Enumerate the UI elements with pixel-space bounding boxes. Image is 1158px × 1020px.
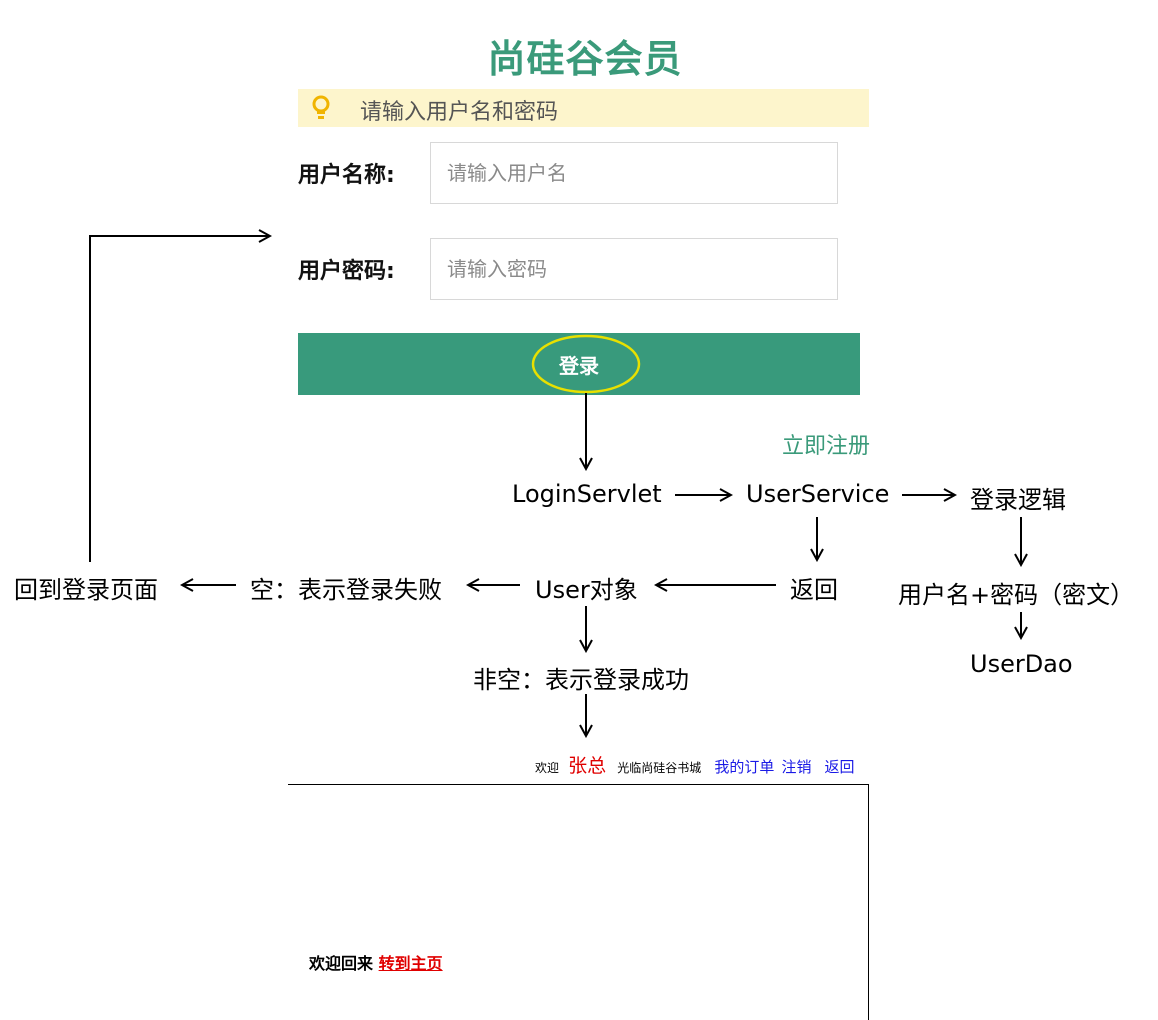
login-button[interactable]: 登录 (298, 333, 860, 395)
password-label: 用户密码: (298, 259, 395, 284)
welcome-header: 欢迎 张总 光临尚硅谷书城 我的订单 注销 返回 (535, 751, 855, 778)
welcome-back-message: 欢迎回来 转到主页 (309, 950, 443, 974)
user-name: 张总 (568, 755, 607, 777)
node-login-logic: 登录逻辑 (970, 486, 1066, 514)
login-highlight-ellipse (531, 334, 641, 394)
arrow-back-to-login-page (89, 236, 270, 562)
visit-text: 光临尚硅谷书城 (617, 761, 702, 775)
node-user-service: UserService (746, 480, 890, 508)
node-user-object: User对象 (535, 576, 638, 604)
register-link[interactable]: 立即注册 (781, 434, 870, 459)
node-login-servlet: LoginServlet (512, 480, 662, 508)
panel-right-border (868, 784, 869, 1020)
page-title: 尚硅谷会员 (487, 37, 683, 81)
welcome-back-text: 欢迎回来 (309, 954, 374, 973)
password-input[interactable] (430, 238, 838, 300)
node-back-to-login: 回到登录页面 (14, 576, 158, 604)
back-link[interactable]: 返回 (824, 758, 855, 776)
logout-link[interactable]: 注销 (781, 758, 812, 776)
my-orders-link[interactable]: 我的订单 (714, 758, 775, 776)
node-login-success: 非空：表示登录成功 (473, 666, 689, 694)
goto-home-link[interactable]: 转到主页 (378, 954, 443, 973)
username-label: 用户名称: (298, 163, 395, 188)
welcome-text: 欢迎 (535, 761, 560, 775)
lightbulb-icon (312, 95, 330, 119)
tip-bar: 请输入用户名和密码 (298, 89, 869, 127)
username-input[interactable] (430, 142, 838, 204)
tip-text: 请输入用户名和密码 (360, 100, 559, 125)
panel-top-border (288, 784, 869, 785)
node-credentials: 用户名+密码（密文） (898, 581, 1135, 609)
node-login-fail: 空：表示登录失败 (250, 576, 442, 604)
node-user-dao: UserDao (970, 650, 1073, 678)
node-return: 返回 (790, 576, 838, 604)
